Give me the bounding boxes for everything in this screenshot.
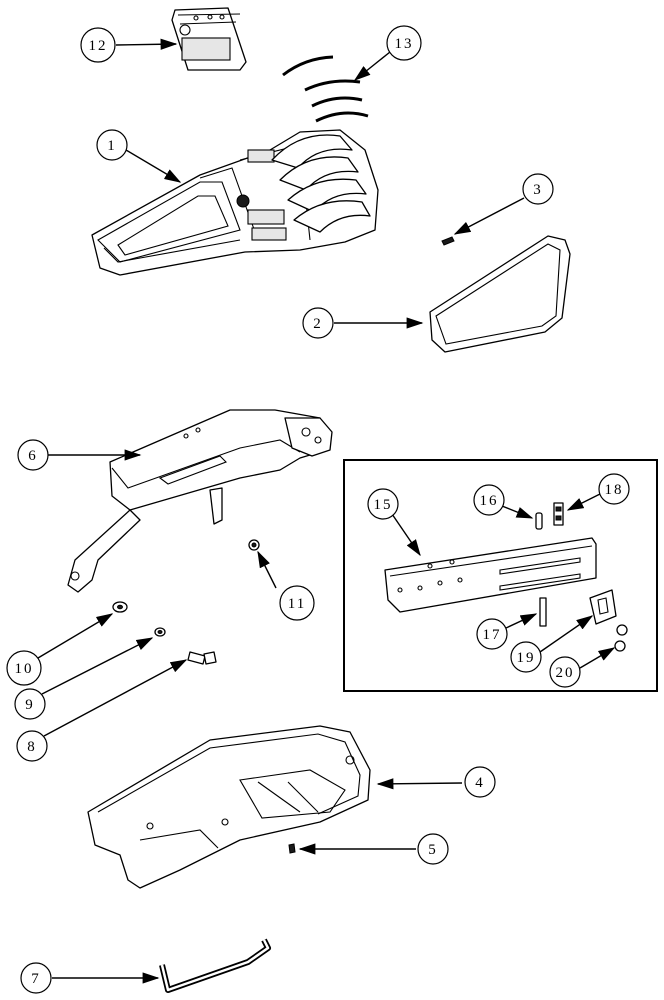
svg-text:16: 16: [480, 493, 499, 509]
callout-8: 8: [16, 730, 48, 762]
callout-18: 18: [598, 473, 630, 505]
part-3-screw: [441, 236, 455, 246]
callout-2: 2: [302, 307, 334, 339]
svg-text:12: 12: [89, 38, 108, 54]
callout-3: 3: [522, 173, 554, 205]
svg-text:15: 15: [374, 497, 393, 513]
callout-4: 4: [464, 766, 496, 798]
part-10-washer: [112, 601, 128, 613]
svg-text:6: 6: [28, 448, 38, 464]
part-4-lower-housing: [87, 725, 371, 889]
callout-11: 11: [279, 585, 315, 621]
leader-lines: [37, 38, 616, 984]
svg-text:4: 4: [475, 775, 485, 791]
callout-9: 9: [14, 688, 46, 720]
callout-13: 13: [386, 25, 422, 61]
callout-12: 12: [80, 27, 116, 63]
svg-text:20: 20: [556, 665, 575, 681]
svg-text:11: 11: [288, 596, 306, 612]
part-6-bracket: [67, 409, 333, 593]
svg-text:1: 1: [107, 138, 117, 154]
callout-10: 10: [6, 650, 42, 686]
inset-detail-box: [343, 459, 658, 692]
svg-text:7: 7: [31, 971, 41, 987]
callout-6: 6: [17, 439, 49, 471]
callout-15: 15: [367, 488, 399, 520]
svg-text:5: 5: [428, 842, 438, 858]
svg-text:3: 3: [533, 182, 543, 198]
svg-text:2: 2: [313, 316, 323, 332]
part-11-nut: [248, 539, 260, 551]
svg-text:18: 18: [605, 482, 624, 498]
callout-7: 7: [20, 962, 52, 994]
part-12-decal: [171, 7, 247, 71]
part-2-side-cover: [429, 235, 571, 353]
svg-text:8: 8: [27, 739, 37, 755]
part-8-bolt: [187, 651, 217, 665]
svg-text:19: 19: [517, 650, 536, 666]
svg-text:17: 17: [483, 627, 502, 643]
svg-text:13: 13: [395, 36, 414, 52]
svg-text:9: 9: [25, 697, 35, 713]
part-7-seal-strip: [159, 938, 271, 993]
callout-1: 1: [96, 129, 128, 161]
part-13-seals: [282, 55, 369, 123]
part-5-screw: [288, 843, 296, 854]
part-9-lock-washer: [154, 627, 166, 637]
callout-5: 5: [417, 833, 449, 865]
svg-text:10: 10: [15, 661, 34, 677]
callout-19: 19: [510, 641, 542, 673]
callout-16: 16: [473, 484, 505, 516]
callout-20: 20: [549, 656, 581, 688]
callout-17: 17: [476, 618, 508, 650]
part-1-upper-console: [91, 129, 379, 276]
